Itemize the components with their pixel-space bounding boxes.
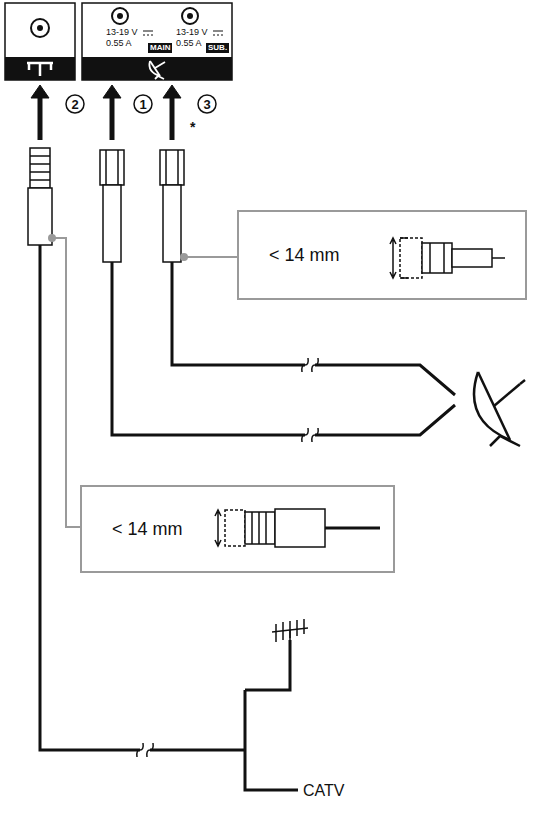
input-tag: MAIN (148, 43, 172, 53)
antenna-port-pin (37, 25, 43, 31)
f-plug-detail (390, 238, 505, 278)
footnote-mark: * (190, 120, 195, 134)
antenna-symbol (27, 63, 53, 76)
antenna-port (31, 19, 49, 37)
rating-text: 0.55 A (106, 39, 132, 48)
dimension-text: < 14 mm (239, 245, 340, 266)
callout-number: 3 (203, 98, 210, 111)
break-mark (312, 358, 318, 372)
rating-text: 0.55 A (176, 39, 202, 48)
satellite-symbol (149, 61, 165, 79)
leader-dot (180, 253, 188, 261)
dimension-callout-box: < 14 mm (80, 485, 395, 573)
break-mark (302, 428, 308, 442)
satellite-panel (82, 3, 232, 80)
rating-text: 13-19 V (176, 28, 208, 37)
leader-dot (48, 234, 56, 242)
cable (40, 245, 455, 790)
f-plug (100, 150, 184, 262)
iec-plug (28, 148, 52, 245)
dc-symbol (213, 31, 223, 35)
main-port (112, 8, 128, 24)
leader-line (52, 238, 237, 527)
cable-break (137, 358, 318, 757)
break-mark (302, 358, 308, 372)
iec-plug-detail (215, 509, 380, 547)
insert-arrow (31, 85, 181, 140)
sub-port (182, 8, 198, 24)
main-port-pin (117, 13, 123, 19)
terrestrial-antenna (272, 619, 308, 645)
source-label: CATV (303, 783, 344, 799)
break-mark (312, 428, 318, 442)
antenna-panel (5, 3, 75, 80)
satellite-dish (474, 372, 525, 446)
dc-symbol (143, 31, 153, 35)
input-tag: SUB. (206, 43, 229, 53)
dimension-text: < 14 mm (82, 519, 183, 540)
rating-text: 13-19 V (106, 28, 138, 37)
break-mark (137, 743, 143, 757)
sub-port-pin (187, 13, 193, 19)
callout-number: 1 (139, 98, 146, 111)
callout-number: 2 (71, 98, 78, 111)
panel-band (82, 57, 232, 80)
panel-band (5, 57, 75, 80)
callout-circle (66, 95, 216, 113)
dimension-callout-box: < 14 mm (237, 210, 527, 300)
break-mark (147, 743, 153, 757)
